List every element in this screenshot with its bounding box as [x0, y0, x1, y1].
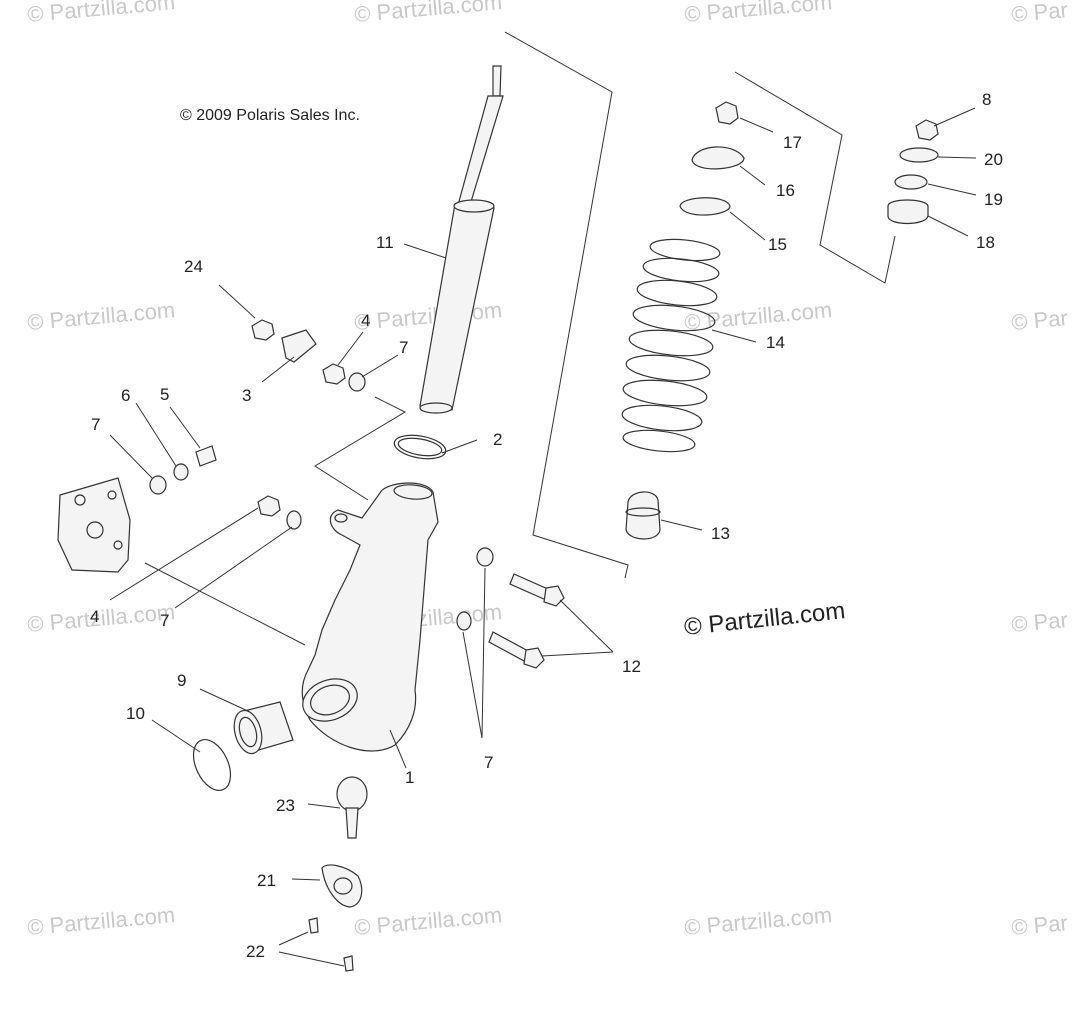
washer-19 [894, 174, 928, 190]
washer-7a [348, 372, 366, 392]
screw-22b [343, 955, 354, 972]
watermark: © Partzilla.com [353, 297, 503, 335]
nut-4b [257, 495, 281, 517]
watermark: © Partzilla.com [26, 902, 176, 940]
callout-5: 5 [160, 385, 169, 404]
callout-19: 19 [984, 190, 1003, 209]
bushing-18 [887, 199, 929, 225]
callout-18: 18 [976, 233, 995, 252]
bolt-5 [195, 445, 217, 467]
watermark: © Partzilla.com [353, 0, 503, 27]
watermark: © Partzilla.com [26, 0, 176, 27]
wheel-bearing [233, 701, 294, 755]
watermark: © Partzilla.com [353, 902, 503, 940]
shock-assembly-bracket [504, 31, 629, 579]
screw-22a [308, 917, 319, 934]
nut-17 [715, 101, 739, 125]
watermark: © Par [1010, 607, 1069, 637]
spring-retainer [691, 146, 745, 170]
callout-10: 10 [126, 704, 145, 723]
bolt-12b [488, 631, 531, 663]
plate [321, 864, 363, 908]
plate-hole [333, 877, 353, 895]
watermark: © Par [1010, 305, 1069, 335]
o-ring [393, 434, 447, 460]
assembly-brackets [314, 31, 896, 579]
callout-2: 2 [493, 430, 502, 449]
small-hardware [149, 319, 565, 669]
bolt-head-12b [523, 647, 545, 669]
watermark: © Partzilla.com [683, 297, 833, 335]
washer-7c [286, 510, 302, 530]
callout-7-lower: 7 [160, 611, 169, 630]
callout-20: 20 [984, 150, 1003, 169]
callout-22: 22 [246, 942, 265, 961]
washer-20 [899, 147, 939, 163]
nut-4a [322, 363, 346, 385]
coil-spring [621, 238, 721, 453]
callout-24: 24 [184, 257, 203, 276]
copyright-notice: © 2009 Polaris Sales Inc. [180, 107, 360, 124]
callout-7-left: 7 [91, 415, 100, 434]
brake-caliper [57, 477, 131, 573]
washer-7e [456, 611, 472, 631]
watermark: © Par [1010, 910, 1069, 940]
callout-labels: 1 2 3 4 4 5 6 7 7 7 7 8 9 10 11 12 13 14… [90, 90, 1003, 961]
washer-7b [149, 475, 167, 495]
washer-6 [173, 463, 189, 481]
shock-absorber [419, 65, 504, 414]
callout-12: 12 [622, 657, 641, 676]
bolt-12a [509, 573, 551, 601]
watermark: © Partzilla.com [26, 599, 176, 637]
callout-3: 3 [242, 386, 251, 405]
callout-13: 13 [711, 524, 730, 543]
callout-21: 21 [257, 871, 276, 890]
callout-7-upper: 7 [399, 338, 408, 357]
brand-watermark: © Partzilla.com [683, 597, 847, 641]
callout-23: 23 [276, 796, 295, 815]
callout-4-upper: 4 [361, 311, 370, 330]
spring-assembly-bracket [734, 71, 896, 284]
callout-17: 17 [783, 133, 802, 152]
leader-lines [109, 107, 977, 967]
knuckle-assembly-bracket [314, 396, 407, 501]
bump-stop [625, 491, 661, 540]
snap-ring [192, 739, 232, 791]
callout-8: 8 [982, 90, 991, 109]
nut-24 [251, 319, 275, 341]
callout-4-lower: 4 [90, 607, 99, 626]
watermark: © Par [1010, 0, 1069, 27]
callout-16: 16 [776, 181, 795, 200]
watermark: © Partzilla.com [683, 0, 833, 27]
callout-11: 11 [376, 233, 394, 252]
nut-8 [915, 119, 939, 141]
watermark: © Partzilla.com [683, 902, 833, 940]
bolt-head-12a [543, 585, 565, 607]
callout-1: 1 [405, 768, 414, 787]
spring-seat [679, 197, 731, 216]
callout-14: 14 [766, 333, 785, 352]
steering-knuckle [301, 482, 439, 752]
callout-7-right: 7 [484, 753, 493, 772]
clip-3 [281, 329, 317, 363]
o-ring-inner [397, 437, 443, 457]
watermark: © Partzilla.com [26, 297, 176, 335]
callout-9: 9 [177, 671, 186, 690]
callout-6: 6 [121, 386, 130, 405]
callout-15: 15 [768, 235, 787, 254]
washer-7d [476, 547, 494, 567]
ball-joint [336, 776, 368, 839]
